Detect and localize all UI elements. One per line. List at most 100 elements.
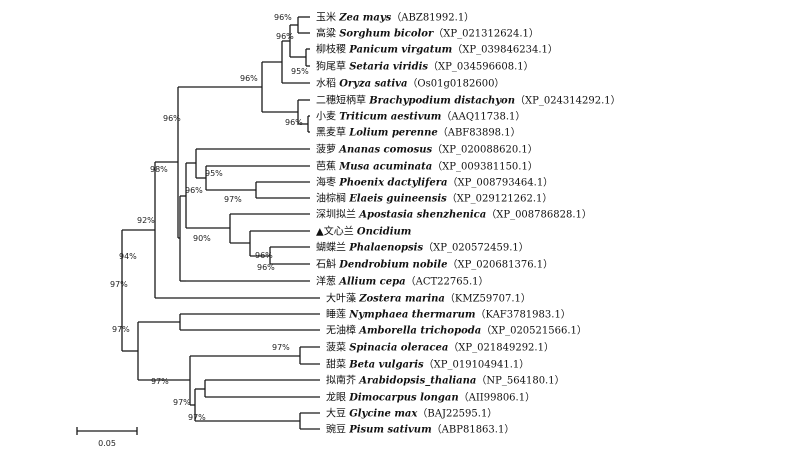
tree-branches (121, 16, 320, 430)
leaf-accession: （XP_029121262.1） (447, 193, 553, 205)
leaf-label: ▲文心兰 Oncidium (316, 225, 411, 238)
bootstrap-value: 96% (185, 186, 203, 195)
leaf-label: 拟南芥 Arabidopsis_thaliana（NP_564180.1） (326, 374, 565, 387)
leaf-species-name: Zea mays (338, 13, 391, 24)
bootstrap-value: 97% (188, 413, 206, 422)
leaf-label: 大叶藻 Zostera marina（KMZ59707.1） (326, 292, 531, 305)
leaf-label: 狗尾草 Setaria viridis（XP_034596608.1） (316, 60, 534, 73)
leaf-species-name: Oryza sativa (339, 79, 407, 90)
leaf-chinese-name: 深圳拟兰 (316, 208, 359, 221)
leaf-species-name: Phalaenopsis (348, 243, 423, 254)
leaf-accession: （XP_020521566.1） (481, 325, 587, 337)
leaf-species-name: Brachypodium distachyon (368, 96, 515, 107)
leaf-label: 海枣 Phoenix dactylifera（XP_008793464.1） (316, 176, 553, 189)
leaf-accession: （XP_039846234.1） (452, 44, 558, 56)
leaf-species-name: Oncidium (357, 227, 412, 238)
leaf-accession: （NP_564180.1） (476, 375, 564, 387)
scale-bar: 0.05 (76, 427, 138, 448)
leaf-accession: （BAJ22595.1） (417, 408, 497, 420)
bootstrap-value: 95% (291, 67, 309, 76)
leaf-chinese-name: 无油樟 (326, 324, 359, 337)
leaf-chinese-name: 芭蕉 (316, 160, 339, 173)
leaf-species-name: Phoenix dactylifera (338, 178, 447, 189)
leaf-species-name: Elaeis guineensis (348, 194, 447, 205)
bootstrap-value: 95% (205, 169, 223, 178)
leaf-species-name: Triticum aestivum (339, 112, 441, 123)
leaf-labels: 玉米 Zea mays（ABZ81992.1）高粱 Sorghum bicolo… (316, 11, 621, 436)
leaf-chinese-name: 石斛 (316, 258, 339, 271)
leaf-chinese-name: 海枣 (316, 176, 339, 189)
leaf-species-name: Beta vulgaris (348, 360, 424, 371)
bootstrap-value: 97% (173, 398, 191, 407)
leaf-chinese-name: 小麦 (316, 111, 339, 123)
leaf-accession: （XP_009381150.1） (432, 161, 538, 173)
leaf-species-name: Apostasia shenzhenica (358, 210, 486, 221)
leaf-label: 石斛 Dendrobium nobile（XP_020681376.1） (316, 258, 553, 271)
leaf-species-name: Arabidopsis_thaliana (358, 376, 476, 387)
leaf-chinese-name: 蝴蝶兰 (316, 241, 349, 254)
bootstrap-value: 97% (151, 377, 169, 386)
leaf-accession: （ABP81863.1） (432, 424, 515, 436)
leaf-chinese-name: 水稻 (316, 78, 339, 90)
leaf-chinese-name: 菠菜 (326, 342, 349, 354)
leaf-label: 二穗短柄草 Brachypodium distachyon（XP_0243142… (316, 94, 621, 107)
bootstrap-value: 94% (119, 252, 137, 261)
scale-bar-label: 0.05 (98, 439, 116, 448)
leaf-chinese-name: 龙眼 (326, 391, 349, 404)
leaf-label: 高粱 Sorghum bicolor（XP_021312624.1） (316, 27, 539, 40)
leaf-label: 睡莲 Nymphaea thermarum（KAF3781983.1） (326, 308, 571, 321)
leaf-chinese-name: 菠萝 (316, 144, 339, 156)
leaf-accession: （AAQ11738.1） (441, 111, 525, 123)
leaf-species-name: Dimocarpus longan (348, 393, 458, 404)
leaf-species-name: Zostera marina (358, 294, 445, 305)
leaf-accession: （ACT22765.1） (406, 276, 489, 288)
leaf-chinese-name: ▲文心兰 (316, 225, 357, 238)
leaf-label: 龙眼 Dimocarpus longan（AII99806.1） (326, 391, 535, 404)
bootstrap-values: 96%96%95%96%96%96%98%95%96%97%90%96%96%9… (110, 13, 309, 422)
leaf-species-name: Setaria viridis (349, 62, 428, 73)
bootstrap-value: 96% (240, 74, 258, 83)
leaf-label: 芭蕉 Musa acuminata（XP_009381150.1） (316, 160, 538, 173)
leaf-accession: （XP_021312624.1） (433, 28, 539, 40)
leaf-species-name: Glycine max (349, 409, 418, 420)
leaf-chinese-name: 睡莲 (326, 308, 349, 321)
leaf-species-name: Spinacia oleracea (349, 343, 448, 354)
leaf-species-name: Dendrobium nobile (338, 260, 447, 271)
leaf-accession: （AII99806.1） (459, 392, 535, 404)
bootstrap-value: 97% (224, 195, 242, 204)
bootstrap-value: 96% (274, 13, 292, 22)
bootstrap-value: 96% (255, 251, 273, 260)
leaf-species-name: Pisum sativum (348, 425, 431, 436)
leaf-accession: （XP_019104941.1） (424, 359, 530, 371)
leaf-chinese-name: 高粱 (316, 27, 339, 40)
leaf-accession: （ABZ81992.1） (391, 12, 474, 24)
leaf-species-name: Nymphaea thermarum (348, 310, 475, 321)
leaf-chinese-name: 狗尾草 (316, 60, 349, 73)
leaf-label: 菠萝 Ananas comosus（XP_020088620.1） (316, 144, 538, 156)
leaf-label: 水稻 Oryza sativa（Os01g0182600） (316, 78, 504, 90)
leaf-chinese-name: 大豆 (326, 407, 349, 420)
leaf-species-name: Musa acuminata (338, 162, 432, 173)
leaf-species-name: Ananas comosus (338, 145, 432, 156)
leaf-label: 小麦 Triticum aestivum（AAQ11738.1） (316, 111, 525, 123)
bootstrap-value: 97% (110, 280, 128, 289)
leaf-label: 油棕榈 Elaeis guineensis（XP_029121262.1） (316, 192, 552, 205)
leaf-accession: （XP_020088620.1） (432, 144, 538, 156)
leaf-label: 菠菜 Spinacia oleracea（XP_021849292.1） (326, 342, 554, 354)
leaf-chinese-name: 拟南芥 (326, 374, 359, 387)
bootstrap-value: 96% (257, 263, 275, 272)
leaf-accession: （XP_021849292.1） (448, 342, 554, 354)
leaf-label: 无油樟 Amborella trichopoda（XP_020521566.1） (326, 324, 587, 337)
bootstrap-value: 96% (276, 32, 294, 41)
bootstrap-value: 90% (193, 234, 211, 243)
leaf-chinese-name: 大叶藻 (326, 292, 359, 305)
leaf-label: 柳枝稷 Panicum virgatum（XP_039846234.1） (316, 43, 558, 56)
bootstrap-value: 96% (163, 114, 181, 123)
leaf-chinese-name: 甜菜 (326, 358, 349, 371)
leaf-species-name: Panicum virgatum (348, 45, 452, 56)
leaf-accession: （Os01g0182600） (407, 78, 504, 90)
leaf-label: 深圳拟兰 Apostasia shenzhenica（XP_008786828.… (316, 208, 592, 221)
leaf-accession: （XP_020681376.1） (447, 259, 553, 271)
